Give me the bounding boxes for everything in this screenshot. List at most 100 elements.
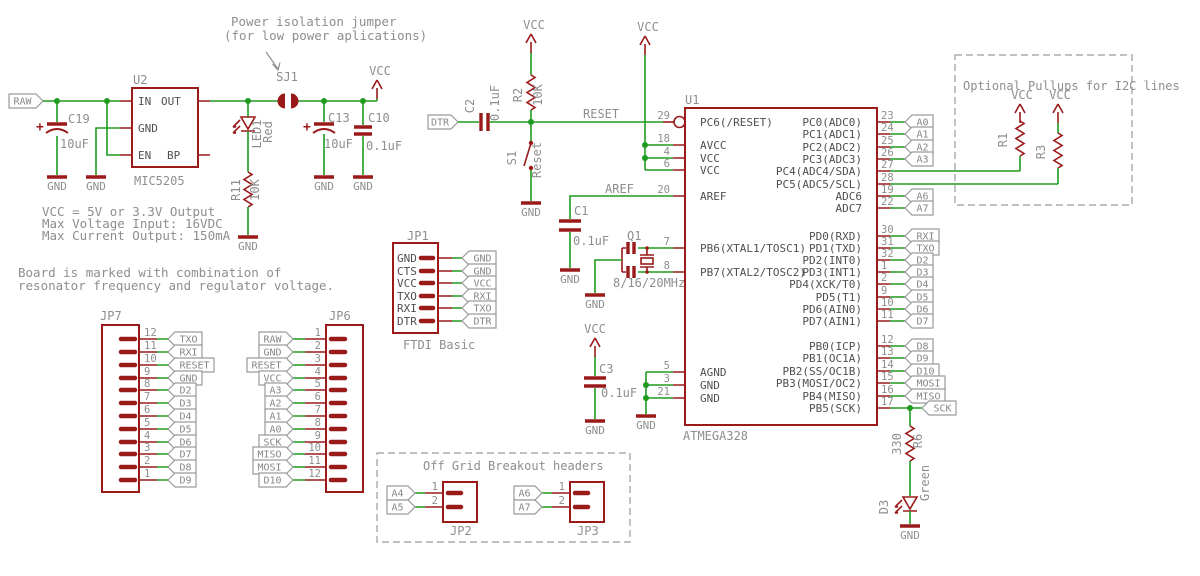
svg-text:D6: D6 — [916, 305, 928, 316]
svg-text:28: 28 — [881, 172, 894, 184]
svg-text:PC3(ADC3): PC3(ADC3) — [802, 153, 862, 166]
reset-switch-s1: S1 Reset GND — [505, 122, 544, 219]
svg-text:5: 5 — [315, 378, 321, 390]
svg-text:RXI: RXI — [179, 348, 197, 359]
s1-label: Reset — [530, 142, 544, 178]
svg-text:PC5(ADC5/SCL): PC5(ADC5/SCL) — [776, 178, 862, 191]
svg-text:A5: A5 — [391, 503, 403, 514]
svg-text:D9: D9 — [916, 354, 928, 365]
raw-net-flag: RAW — [8, 93, 44, 109]
svg-text:26: 26 — [881, 147, 894, 159]
svg-text:A3: A3 — [269, 386, 281, 397]
svg-text:11: 11 — [144, 340, 157, 352]
svg-text:PB6(XTAL1/TOSC1): PB6(XTAL1/TOSC1) — [700, 242, 806, 255]
svg-text:GND: GND — [700, 379, 720, 392]
svg-text:10: 10 — [308, 442, 321, 454]
svg-text:MISO: MISO — [257, 450, 281, 461]
c19-ref: C19 — [68, 112, 90, 126]
svg-text:D3: D3 — [179, 399, 191, 410]
r6-ref: R6 — [911, 434, 925, 448]
svg-text:22: 22 — [881, 196, 894, 208]
breakout-box: Off Grid Breakout headers JP2 1 2 A4 A5 … — [376, 452, 631, 543]
svg-text:A7: A7 — [916, 204, 928, 215]
svg-text:GND: GND — [47, 180, 67, 193]
resistor-r2: VCC R2 10K — [511, 18, 545, 122]
svg-text:11: 11 — [881, 309, 894, 321]
svg-text:VCC: VCC — [263, 374, 281, 385]
c13-ref: C13 — [328, 111, 350, 125]
r2-value: 10K — [531, 83, 545, 105]
svg-text:2: 2 — [432, 495, 438, 507]
r6-value: 330 — [890, 433, 904, 455]
svg-text:D10: D10 — [263, 476, 281, 487]
svg-text:8: 8 — [315, 417, 321, 429]
u2-pin-bp: BP — [167, 149, 181, 162]
connector-jp7: JP7 12 11 10 9 8 7 6 5 4 3 2 1 TXO RXI R… — [100, 309, 215, 493]
u2-pin-out: OUT — [161, 95, 181, 108]
regulator-u2: U2 IN OUT GND EN BP MIC5205 — [120, 73, 210, 188]
regulator-note-line3: Max Current Output: 150mA — [42, 228, 231, 243]
vcc-label: VCC — [1049, 88, 1071, 102]
svg-text:19: 19 — [881, 184, 894, 196]
sj1-left-pad-icon — [277, 93, 285, 109]
svg-text:PC2(ADC2): PC2(ADC2) — [802, 141, 862, 154]
svg-text:VCC: VCC — [473, 279, 491, 290]
jp7-net-flags: TXO RXI RESET GND D2 D3 D4 D5 D6 D7 D8 D… — [167, 331, 215, 488]
capacitor-c10: C10 0.1uF GND — [351, 101, 402, 193]
svg-text:PC4(ADC4/SDA): PC4(ADC4/SDA) — [776, 165, 862, 178]
svg-text:D4: D4 — [179, 412, 191, 423]
led-emission-arrows-icon — [232, 119, 241, 134]
svg-text:PB2(SS/OC1B): PB2(SS/OC1B) — [783, 365, 862, 378]
svg-text:D9: D9 — [179, 476, 191, 487]
svg-text:24: 24 — [881, 122, 894, 134]
svg-text:27: 27 — [881, 159, 894, 171]
svg-text:1: 1 — [881, 260, 887, 272]
svg-text:ADC6: ADC6 — [836, 190, 863, 203]
dtr-net-flag: DTR — [427, 114, 459, 130]
svg-text:31: 31 — [881, 236, 894, 248]
svg-text:16: 16 — [881, 384, 894, 396]
svg-text:6: 6 — [315, 391, 321, 403]
svg-text:29: 29 — [657, 110, 670, 122]
svg-text:D6: D6 — [179, 438, 191, 449]
q1-ref: Q1 — [627, 229, 641, 243]
s1-ref: S1 — [505, 151, 519, 165]
svg-text:GND: GND — [700, 392, 720, 405]
svg-text:D7: D7 — [916, 317, 928, 328]
svg-text:4: 4 — [315, 366, 321, 378]
c19-value: 10uF — [60, 137, 89, 151]
svg-text:PB3(MOSI/OC2): PB3(MOSI/OC2) — [776, 377, 862, 390]
d3-ref: D3 — [877, 500, 891, 514]
vcc-label: VCC — [637, 20, 659, 34]
svg-text:GND: GND — [314, 180, 334, 193]
svg-text:GND: GND — [473, 267, 491, 278]
svg-text:PB0(ICP): PB0(ICP) — [809, 340, 862, 353]
svg-text:SCK: SCK — [263, 438, 281, 449]
c10-ref: C10 — [368, 111, 390, 125]
svg-text:8: 8 — [144, 378, 150, 390]
svg-text:4: 4 — [144, 430, 150, 442]
svg-text:RAW: RAW — [13, 97, 32, 108]
connector-jp3: JP3 1 2 A6 A7 — [513, 481, 605, 538]
svg-text:10: 10 — [881, 297, 894, 309]
svg-text:15: 15 — [881, 371, 894, 383]
c2-ref: C2 — [463, 99, 477, 113]
q1-frequency: 8/16/20MHz — [613, 276, 685, 290]
svg-text:AGND: AGND — [700, 366, 727, 379]
svg-text:ADC7: ADC7 — [836, 202, 863, 215]
jp3-ref: JP3 — [577, 524, 599, 538]
svg-text:1: 1 — [315, 327, 321, 339]
led1-r11-branch: LED1 Red R11 10K GND — [229, 101, 275, 253]
svg-text:2: 2 — [559, 495, 565, 507]
svg-text:PB1(OC1A): PB1(OC1A) — [802, 352, 862, 365]
svg-text:1: 1 — [559, 481, 565, 493]
aref-net-label: AREF — [605, 182, 634, 196]
power-section: RAW VCC U2 IN OUT GND EN BP MIC5205 GND … — [8, 64, 402, 253]
c13-value: 10uF — [324, 137, 353, 151]
breakout-box-title: Off Grid Breakout headers — [423, 459, 604, 473]
svg-text:GND: GND — [636, 419, 656, 432]
c3-ref: C3 — [599, 362, 613, 376]
svg-text:A2: A2 — [269, 399, 281, 410]
svg-text:9: 9 — [881, 285, 887, 297]
i2c-box-title: Optional Pullups for I2C lines — [963, 79, 1180, 93]
